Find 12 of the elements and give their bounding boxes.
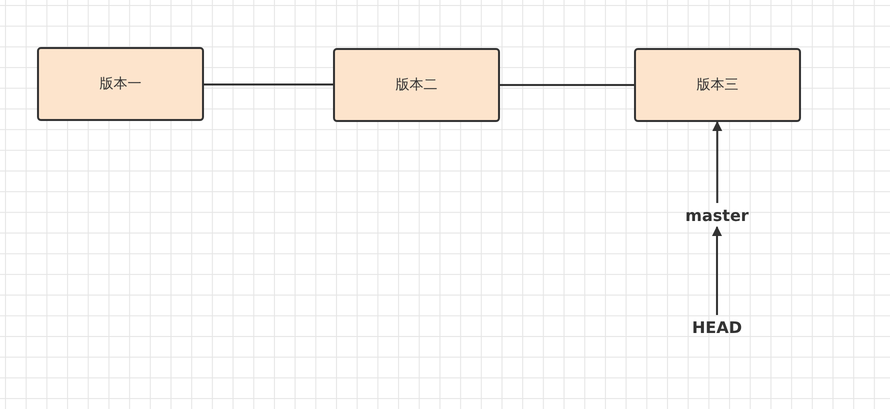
connector-line bbox=[500, 84, 634, 86]
arrow bbox=[712, 226, 722, 315]
pointer-label: HEAD bbox=[686, 315, 748, 339]
version-box bbox=[333, 48, 500, 122]
version-box bbox=[634, 48, 801, 122]
arrow bbox=[712, 121, 722, 203]
version-box bbox=[37, 47, 204, 121]
connector-line bbox=[204, 84, 333, 86]
box-label: 版本一 bbox=[100, 75, 142, 93]
pointer-label: master bbox=[682, 203, 752, 227]
box-label: 版本二 bbox=[396, 76, 438, 94]
box-label: 版本三 bbox=[696, 76, 738, 94]
